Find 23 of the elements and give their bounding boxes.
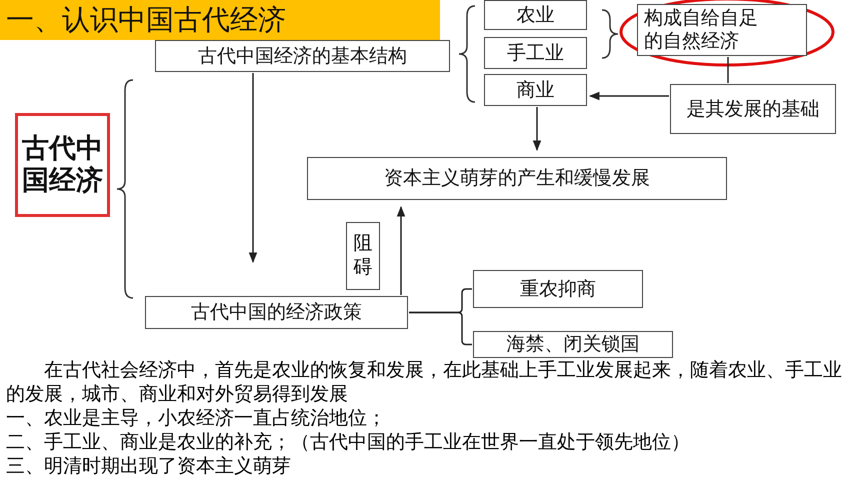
arrow <box>532 107 542 152</box>
arrow <box>396 206 406 295</box>
note-text: 三、明清时期出现了资本主义萌芽 <box>6 454 292 478</box>
note-text: 在古代社会经济中，首先是农业的恢复和发展，在此基础上手工业发展起来，随着农业、手工业的发展，城市、商业和对外贸易得到发展 <box>6 358 843 406</box>
arrow <box>248 73 258 264</box>
process-box: 重农抑商 <box>473 270 643 308</box>
process-box: 海禁、闭关锁国 <box>473 331 673 358</box>
process-box: 手工业 <box>484 37 587 69</box>
process-box: 构成自给自足的自然经济 <box>637 4 807 56</box>
process-box: 古代中国经济的基本结构 <box>155 40 450 72</box>
edge-label: 阻碍 <box>346 222 380 290</box>
process-box: 是其发展的基础 <box>670 84 836 134</box>
note-text: 二、手工业、商业是农业的补充；（古代中国的手工业在世界一直处于领先地位） <box>6 430 691 454</box>
topic-box: 古代中国经济 <box>15 113 110 217</box>
process-box: 商业 <box>484 74 587 106</box>
connector-line <box>409 312 472 346</box>
connector-line <box>727 57 729 83</box>
note-text: 一、农业是主导，小农经济一直占统治地位； <box>6 406 387 430</box>
process-box: 农业 <box>484 0 587 30</box>
title-banner: 一、认识中国古代经济 <box>0 0 440 40</box>
arrow <box>588 92 669 100</box>
process-box: 古代中国的经济政策 <box>145 296 408 329</box>
process-box: 资本主义萌芽的产生和缓慢发展 <box>307 157 727 200</box>
